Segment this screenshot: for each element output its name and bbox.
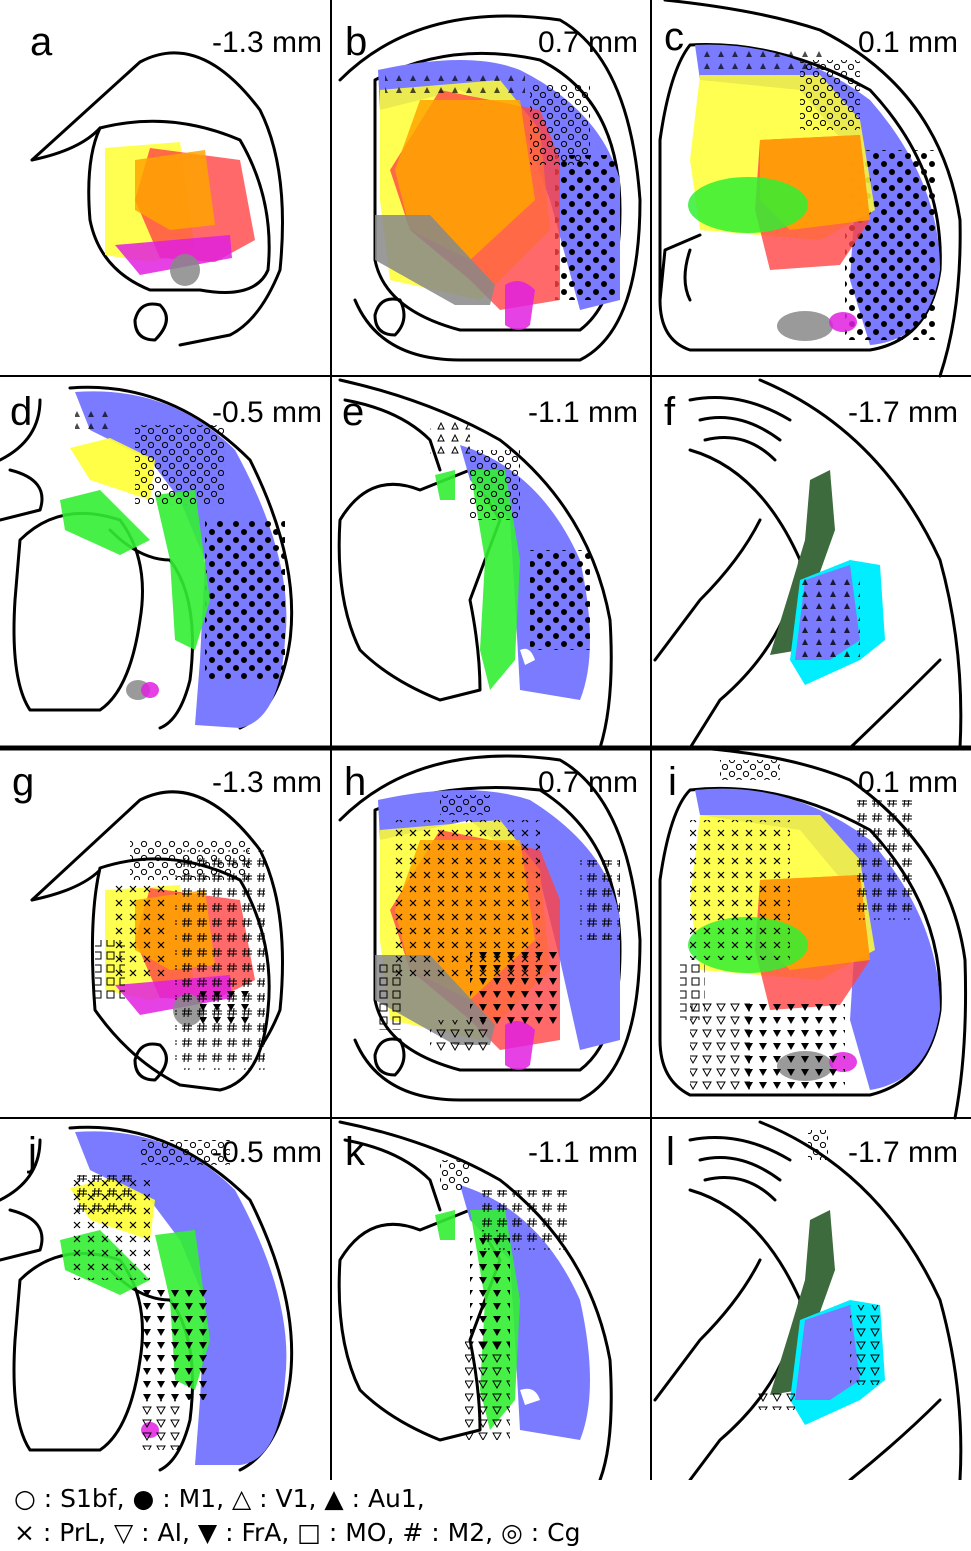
panel-i [660,748,966,1118]
panel-depth-h: 0.7 mm [538,766,638,799]
panel-letter-k: k [345,1130,366,1174]
panel-depth-c: 0.1 mm [858,26,958,59]
panel-l [655,1122,961,1480]
panel-depth-a: -1.3 mm [212,26,322,59]
panel-e [339,380,611,748]
panel-letter-e: e [342,390,364,434]
panel-letter-g: g [12,760,34,804]
panel-letter-h: h [344,760,366,804]
panel-j [0,1127,292,1470]
panel-letter-j: j [27,1130,37,1174]
legend: ○ : S1bf, ● : M1, △ : V1, ▲ : Au1, × : P… [14,1482,964,1550]
panel-depth-l: -1.7 mm [848,1136,958,1169]
panel-letter-l: l [666,1130,675,1174]
panel-letter-c: c [664,15,684,59]
panel-depth-f: -1.7 mm [848,396,958,429]
panel-depth-g: -1.3 mm [212,766,322,799]
panel-depth-b: 0.7 mm [538,26,638,59]
panel-k [339,1122,611,1480]
panel-d [0,387,292,728]
panel-depth-d: -0.5 mm [212,396,322,429]
panel-h [340,756,640,1100]
panel-depth-j: -0.5 mm [212,1136,322,1169]
figure-canvas: a -1.3 mm b 0.7 mm c 0.1 mm d -0.5 mm e … [0,0,971,1480]
panel-letter-f: f [664,390,676,434]
panel-g [32,792,283,1090]
legend-row-1: ○ : S1bf, ● : M1, △ : V1, ▲ : Au1, [14,1482,964,1516]
panel-b [340,16,640,360]
panel-letter-a: a [30,20,53,64]
panel-depth-i: 0.1 mm [858,766,958,799]
panel-letter-i: i [668,760,677,804]
panel-f [655,380,961,748]
panel-a [32,53,283,345]
panel-depth-e: -1.1 mm [528,396,638,429]
panel-depth-k: -1.1 mm [528,1136,638,1169]
legend-row-2: × : PrL, ▽ : AI, ▼ : FrA, □ : MO, # : M2… [14,1516,964,1550]
panel-letter-b: b [345,20,367,64]
panel-letter-d: d [10,390,32,434]
